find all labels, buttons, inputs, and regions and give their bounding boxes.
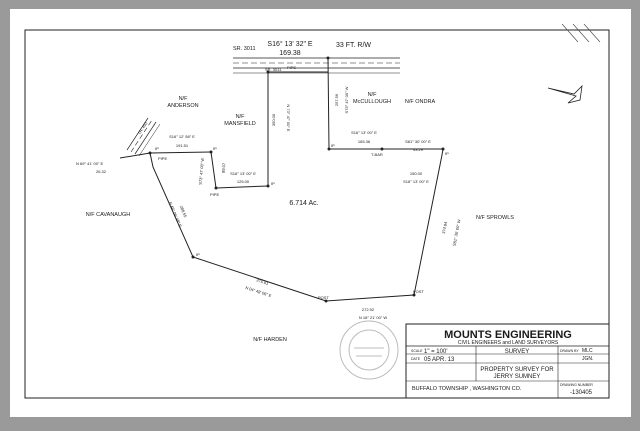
area-label: 6.714 Ac. xyxy=(289,200,318,207)
drawing-border xyxy=(24,29,610,399)
road-sr3011 xyxy=(233,57,400,74)
drawing-number: -130405 xyxy=(570,390,593,396)
road-name-label: SR. 3011 xyxy=(233,46,256,52)
north-arrow-icon xyxy=(547,84,583,104)
road-name-inner-label: SR. 3011 xyxy=(265,67,282,72)
marker-post: POST xyxy=(318,295,329,300)
distance-b5: 257.56 xyxy=(334,93,339,106)
neighbor-anderson-line1: N/F xyxy=(179,96,189,102)
neighbor-sprowls: N/F SPROWLS xyxy=(476,215,514,221)
distance-b1: 191.51 xyxy=(176,143,189,148)
scale-label: SCALE xyxy=(411,349,423,353)
marker-pipe: PIPE xyxy=(210,192,219,197)
neighbor-mansfield-line1: N/F xyxy=(236,114,246,120)
survey-point xyxy=(148,151,152,155)
bearing-b8: S16° 13' 00" E xyxy=(403,179,429,184)
date-value: 05 APR. 13 xyxy=(424,357,455,363)
bearing-b7: S81° 30' 00" E xyxy=(405,139,431,144)
neighbor-mccullough-line1: N/F xyxy=(368,92,378,98)
corner-mark xyxy=(583,23,601,43)
project-title-line2: JERRY SUMNEY xyxy=(494,374,541,380)
surveyor-seal-icon xyxy=(339,320,399,380)
bearing-b2: S73° 47' 00" W xyxy=(198,157,205,184)
distance-b11: 375.61 xyxy=(256,277,270,286)
bearing-b4: N 73° 47' 00" E xyxy=(286,104,291,131)
road-tr403 xyxy=(126,117,161,157)
neighbor-ondra: N/F ONDRA xyxy=(405,99,436,105)
survey-point xyxy=(209,150,213,154)
neighbor-harden: N/F HARDEN xyxy=(253,337,287,343)
marker-ip: IP xyxy=(271,181,275,186)
road-distance-label: 169.38 xyxy=(279,50,301,57)
survey-point xyxy=(266,70,270,74)
distance-b9: 374.94 xyxy=(441,220,448,234)
marker-post: POST xyxy=(413,289,424,294)
marker-ip: IP xyxy=(331,143,335,148)
bearing-b3: S16° 13' 00" E xyxy=(230,171,256,176)
marker-ip: IP xyxy=(196,252,200,257)
distance-b3: 125.00 xyxy=(237,179,250,184)
marker-pipe: PIPE xyxy=(287,65,296,70)
drawn-by-value: MLC xyxy=(582,348,593,354)
bearing-b5: S73° 47' 00" W xyxy=(344,86,349,113)
title-block xyxy=(405,323,610,399)
distance-b10: 272.92 xyxy=(362,307,375,312)
corner-mark xyxy=(572,23,590,43)
drawing-number-label: DRAWING NUMBER xyxy=(560,383,593,387)
marker-ip: IP xyxy=(155,146,159,151)
road-bearing-label: S16° 13' 32" E xyxy=(267,40,312,48)
paper-sheet xyxy=(10,9,631,417)
company-name: MOUNTS ENGINEERING xyxy=(444,329,572,341)
neighbor-mansfield: MANSFIELD xyxy=(224,121,256,127)
corner-mark xyxy=(561,23,579,43)
bearing-b6: S16° 13' 00" E xyxy=(351,130,377,135)
bearing-left-top: N 69° 41' 00" E xyxy=(76,161,103,166)
neighbor-cavanaugh: N/F CAVANAUGH xyxy=(86,212,130,218)
distance-left-top: 26.32 xyxy=(96,169,107,174)
survey-point xyxy=(324,299,328,303)
survey-point xyxy=(326,56,330,60)
distance-b8: 150.00 xyxy=(410,171,423,176)
project-title-line1: PROPERTY SURVEY FOR xyxy=(480,367,554,373)
bearing-b10: N 18° 21' 00" W xyxy=(359,315,387,320)
survey-point xyxy=(441,147,445,151)
survey-point xyxy=(380,147,384,151)
survey-points xyxy=(148,56,445,303)
right-of-way-label: 33 FT. R/W xyxy=(336,42,371,49)
drawn-by-label: DRAWN BY xyxy=(560,349,579,353)
survey-point xyxy=(266,184,270,188)
bearing-b9: S81° 30' 00" W xyxy=(452,219,462,247)
distance-b4: 350.00 xyxy=(271,113,276,126)
distance-b12: 288.55 xyxy=(179,205,189,219)
distance-b2: 89.07 xyxy=(221,162,227,173)
distance-b7: 43.29 xyxy=(413,147,424,152)
bearing-b1: S16° 12' 58" E xyxy=(169,134,195,139)
survey-point xyxy=(327,147,331,151)
neighbor-mccullough: McCULLOUGH xyxy=(353,99,391,105)
checked-by-value: JGN. xyxy=(582,356,593,362)
survey-point xyxy=(412,293,416,297)
scale-value: 1" = 100' xyxy=(424,349,447,355)
marker-pipe: PIPE xyxy=(158,156,167,161)
marker-ip: IP xyxy=(445,151,449,156)
drawing-type: SURVEY xyxy=(505,349,530,355)
survey-point xyxy=(191,255,195,259)
location-label: BUFFALO TOWNSHIP , WASHINGTON CO. xyxy=(412,386,522,392)
neighbor-anderson: ANDERSON xyxy=(167,103,198,109)
company-subtitle: CIVIL ENGINEERS and LAND SURVEYORS xyxy=(458,340,559,346)
survey-point xyxy=(214,186,218,190)
marker-ip: IP xyxy=(213,146,217,151)
date-label: DATE xyxy=(411,357,421,361)
marker-tbar: T-BAR xyxy=(371,152,383,157)
distance-b6: 165.36 xyxy=(358,139,371,144)
